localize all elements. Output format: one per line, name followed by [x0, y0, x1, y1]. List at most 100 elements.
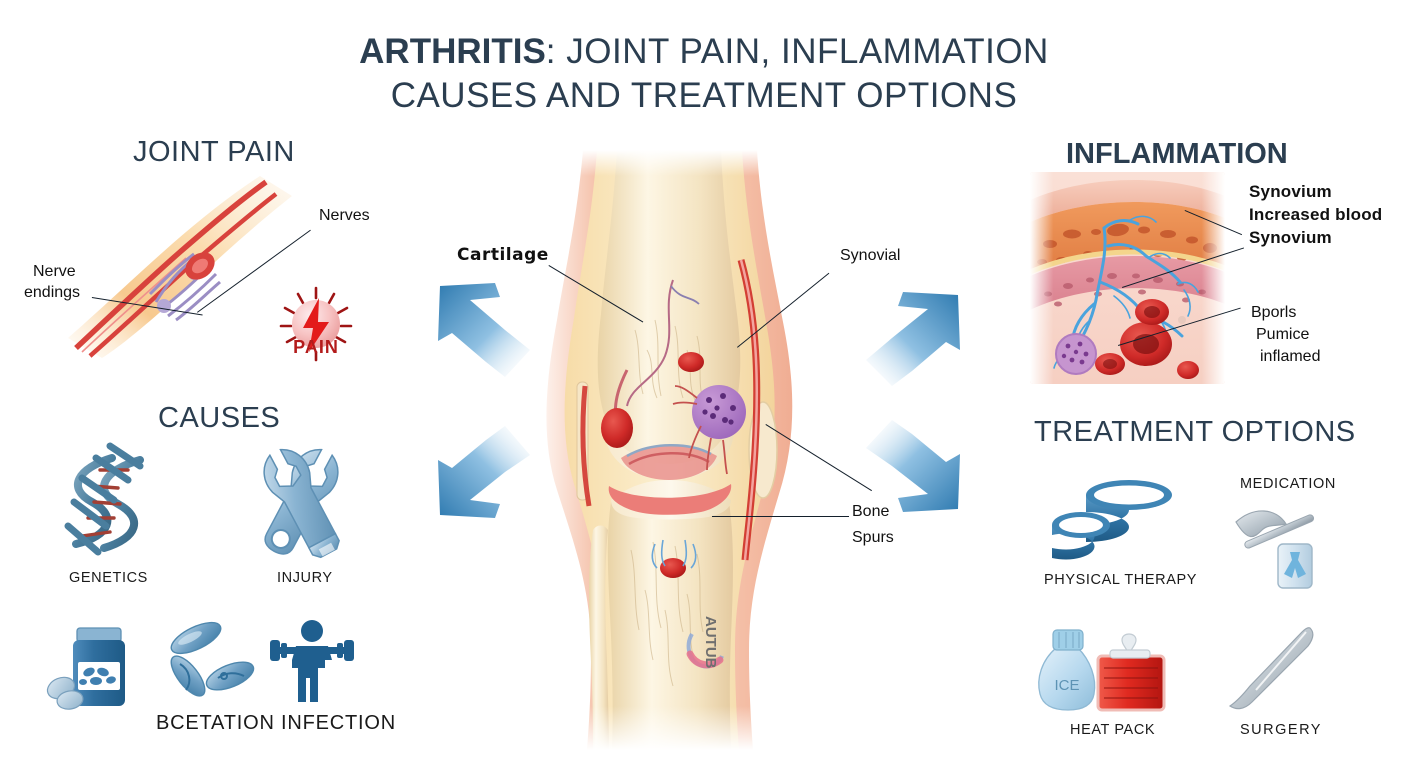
bottle-label [78, 662, 120, 690]
caption-medication: MEDICATION [1240, 476, 1336, 492]
label-nerve-endings-line1: Nerve [33, 263, 76, 280]
band-small [1052, 512, 1110, 560]
leader-bonespurs-2 [712, 516, 849, 517]
nerve-joint-illustration [68, 176, 292, 358]
bacterium-3 [205, 661, 255, 691]
fibula-bone [589, 525, 609, 750]
heat-pack-stopper [1121, 633, 1137, 657]
resistance-bands-icon [1052, 480, 1172, 560]
pain-rays [279, 286, 353, 362]
page-title: ARTHRITIS: JOINT PAIN, INFLAMMATION CAUS… [0, 30, 1408, 118]
bacterium-1-highlight [178, 631, 202, 645]
bottle-cap [76, 627, 122, 643]
label-inflamed: inflamed [1260, 348, 1321, 365]
syringe-barrel [1235, 510, 1287, 538]
tibia-bone [607, 482, 733, 750]
ligament-fiber [626, 444, 712, 458]
dna-rungs [64, 442, 144, 556]
wrench-2 [263, 448, 340, 559]
title-line-2: CAUSES AND TREATMENT OPTIONS [390, 76, 1018, 115]
scalpel-highlight [1255, 631, 1307, 691]
heat-pack-ridges [1104, 667, 1158, 699]
section-header-joint-pain: JOINT PAIN [133, 136, 295, 168]
label-pain: PAIN [293, 337, 339, 357]
tibia-vessels [651, 539, 697, 569]
watermark-logo: AUTUB [686, 616, 724, 669]
ice-bag [1038, 647, 1096, 711]
barbell-plate-right [344, 640, 354, 661]
ice-and-heat-pack-icon: ICE [1038, 629, 1166, 712]
label-nerves: Nerves [319, 207, 370, 224]
caption-physical-therapy: PHYSICAL THERAPY [1044, 572, 1198, 588]
section-header-causes: CAUSES [158, 402, 281, 434]
lifter-body [292, 646, 332, 702]
label-pumice: Pumice [1256, 326, 1310, 343]
pill-bottle-icon [46, 627, 125, 710]
label-synovium-2: Synovium [1249, 228, 1332, 247]
section-header-inflammation: INFLAMMATION [1066, 138, 1288, 170]
synovial-capsule-highlight [739, 259, 759, 561]
label-synovial: Synovial [840, 247, 901, 264]
artery-main [74, 179, 268, 351]
syringe-icon [1235, 510, 1315, 589]
caption-injury: INJURY [277, 570, 333, 586]
vial-contents [1284, 552, 1306, 578]
barbell-collar-right [337, 643, 343, 658]
arrow-to-treatment [866, 420, 960, 512]
label-bporls: Bporls [1251, 304, 1297, 321]
caption-surgery: SURGERY [1240, 722, 1322, 738]
pain-burst-icon [279, 286, 353, 362]
section-header-treatment-options: TREATMENT OPTIONS [1034, 416, 1356, 448]
inflammation-edge-fade [1030, 172, 1225, 384]
immune-cell-nuclei [702, 393, 736, 425]
heat-pack-clip [1109, 649, 1151, 659]
bacteria-icon [170, 621, 255, 697]
barbell-bar [274, 647, 350, 654]
blood-cell-mid [678, 352, 704, 372]
title-bold-word: ARTHRITIS [359, 32, 546, 71]
inflammation-tissue-illustration [1030, 172, 1225, 384]
label-nerve-endings-line2: endings [24, 284, 81, 301]
weightlifter-icon [270, 620, 354, 702]
barbell-collar-left [281, 643, 287, 658]
bottle-label-pills [79, 667, 116, 685]
blood-cell-large [601, 408, 633, 448]
label-increased-blood: Increased blood [1249, 205, 1383, 224]
caption-bcetation-infection: BCETATION INFECTION [156, 712, 397, 734]
band-large [1086, 480, 1172, 542]
title-line-1-rest: : JOINT PAIN, INFLAMMATION [545, 32, 1049, 71]
bacterium-3-inner [217, 672, 245, 680]
fade-bottom [505, 706, 835, 750]
knee-joint-illustration [505, 150, 835, 750]
label-synovium-1: Synovium [1249, 182, 1332, 201]
synovial-capsule-left [580, 385, 592, 507]
fade-top [505, 150, 835, 176]
ligament-fiber-2 [628, 452, 710, 466]
intraosseous-vessel [626, 279, 674, 407]
pill-2 [56, 690, 84, 710]
label-cartilage: Cartilage [457, 245, 549, 265]
crossed-wrenches-icon [263, 448, 340, 559]
inflammation-tendrils [672, 385, 728, 475]
lifter-head [301, 620, 323, 642]
blood-cell-tibia [660, 558, 686, 578]
inflamed-joint-core [192, 258, 208, 274]
bacterium-1 [170, 621, 222, 655]
title-line-1: ARTHRITIS: JOINT PAIN, INFLAMMATION [0, 30, 1408, 74]
nerve-ending-node [157, 299, 171, 313]
meniscus [608, 484, 732, 515]
heat-pack [1096, 654, 1166, 712]
ice-cap-ridges [1058, 632, 1080, 648]
caption-heat-pack: HEAT PACK [1070, 722, 1156, 738]
artery-highlight [81, 257, 187, 353]
watermark-text: AUTUB [702, 616, 719, 669]
ice-bag-text: ICE [1054, 677, 1079, 694]
immune-cell [692, 385, 746, 439]
lightning-bolt-icon [303, 298, 329, 352]
bacterium-2-inner [179, 663, 191, 691]
arrow-to-inflammation [866, 292, 960, 386]
scalpel-icon [1228, 627, 1314, 710]
label-bone-spurs-line1: Bone [852, 503, 890, 520]
nerve-branch [670, 285, 700, 305]
